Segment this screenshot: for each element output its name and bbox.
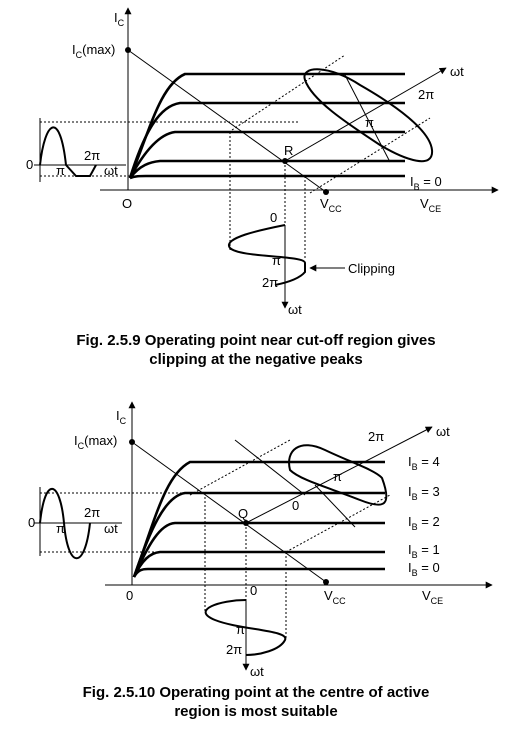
ib0-label-2: IB = 0: [408, 560, 440, 578]
ib1-label: IB = 1: [408, 542, 440, 560]
pi-left-label: π: [56, 163, 65, 178]
vcc-point: [323, 189, 329, 195]
wt-left-label: ωt: [104, 163, 118, 178]
vcc-label-2: VCC: [324, 588, 346, 606]
icmax-point-2: [129, 439, 135, 445]
pi-bottom-label: π: [272, 253, 281, 268]
dotted-diag-1: [231, 54, 346, 131]
curve2-ib-1: [132, 550, 385, 578]
figure-2-5-10: [34, 401, 493, 671]
wt-right-label: ωt: [450, 64, 464, 79]
wt-right-label-2: ωt: [436, 424, 450, 439]
load-line-2: [131, 441, 327, 583]
two-pi-bottom-label: 2π: [262, 275, 278, 290]
curve-ib-2: [128, 130, 405, 179]
vcc-label: VCC: [320, 196, 342, 214]
characteristic-curves: [128, 72, 405, 180]
curve-ib-top: [128, 72, 405, 179]
curve2-ib-0: [132, 567, 385, 578]
icmax-label: IC(max): [72, 42, 115, 60]
ic-label: IC: [114, 10, 125, 28]
two-pi-left-label-2: 2π: [84, 505, 100, 520]
output-waveform: [227, 224, 306, 286]
vcc-point-2: [323, 579, 329, 585]
icmax-point: [125, 47, 131, 53]
dotted-diag2-1: [189, 439, 291, 496]
perp-line2-a: [234, 439, 306, 496]
two-pi-bottom-label-2: 2π: [226, 642, 242, 657]
point-q-label: Q: [238, 506, 248, 521]
zero-bottom-label: 0: [270, 210, 277, 225]
ib-waveform-2: [288, 444, 388, 506]
zero-left-label-2: 0: [28, 515, 35, 530]
zero-bottom-label-2: 0: [250, 583, 257, 598]
load-line: [127, 49, 327, 193]
zero-right-label-2: 0: [292, 498, 299, 513]
output-waveform-2: [204, 599, 287, 656]
wt-axis-right-2: [245, 426, 433, 524]
origin-label-2: 0: [126, 588, 133, 603]
pi-right-label-2: π: [333, 469, 342, 484]
caption-2-line-2: region is most suitable: [174, 703, 337, 720]
wt-left-label-2: ωt: [104, 521, 118, 536]
curve-ib-3: [128, 101, 405, 179]
ic-label-2: IC: [116, 408, 127, 426]
icmax-label-2: IC(max): [74, 433, 117, 451]
perp-line2-b: [314, 484, 356, 528]
curve2-ib-3: [132, 491, 385, 578]
vce-label-2: VCE: [422, 588, 443, 606]
caption-2-line-1: Fig. 2.5.10 Operating point at the centr…: [83, 684, 430, 701]
ib0-label: IB = 0: [410, 174, 442, 192]
pi-left-label-2: π: [56, 521, 65, 536]
pi-right-label: π: [365, 115, 374, 130]
dotted-diag-2: [309, 117, 431, 194]
point-r-label: R: [284, 143, 293, 158]
characteristic-curves-2: [132, 460, 385, 578]
curve-ib-1: [128, 159, 405, 179]
input-waveform-2: [39, 487, 91, 559]
ib2-label: IB = 2: [408, 514, 440, 532]
input-waveform: [39, 126, 97, 177]
figure-2-5-9: [34, 7, 499, 309]
clipping-label: Clipping: [348, 261, 395, 276]
caption-1-line-1: Fig. 2.5.9 Operating point near cut-off …: [76, 332, 435, 349]
two-pi-right-label: 2π: [418, 87, 434, 102]
ib4-label: IB = 4: [408, 454, 440, 472]
two-pi-left-label: 2π: [84, 148, 100, 163]
pi-bottom-label-2: π: [236, 622, 245, 637]
caption-1-line-2: clipping at the negative peaks: [149, 351, 362, 368]
vce-label: VCE: [420, 196, 441, 214]
zero-left-label: 0: [26, 157, 33, 172]
ib-waveform: [303, 68, 434, 163]
ib3-label: IB = 3: [408, 484, 440, 502]
origin-label: O: [122, 196, 132, 211]
curve-ib-0: [129, 174, 405, 180]
wt-bottom-label: ωt: [288, 302, 302, 317]
wt-bottom-label-2: ωt: [250, 664, 264, 679]
two-pi-right-label-2: 2π: [368, 429, 384, 444]
